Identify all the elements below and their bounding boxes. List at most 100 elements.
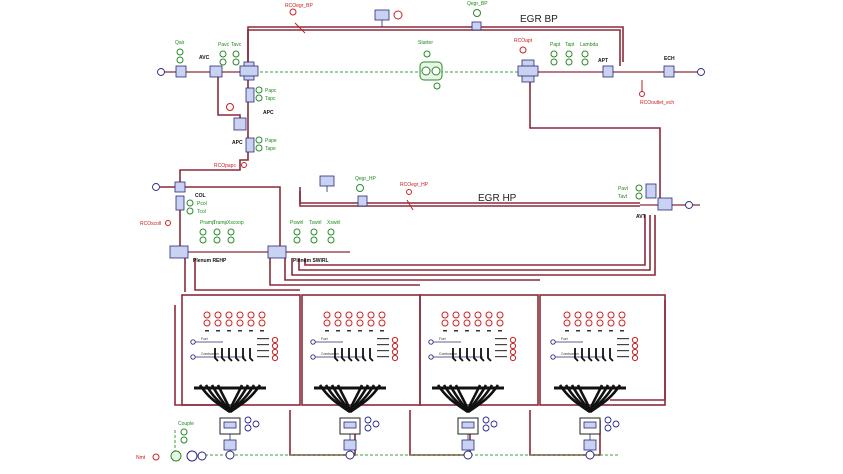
crank-block[interactable] <box>170 450 207 462</box>
label-fuel: Fuel <box>201 337 208 341</box>
avt-inlet-block[interactable] <box>645 183 657 199</box>
rcooutlet-ech-sensor <box>639 91 645 97</box>
label-tapt: Tapt <box>565 42 575 48</box>
cylinder-group: FuelCombustionFuelCombustionFuelCombusti… <box>190 311 639 460</box>
label-rcoegr-hp: RCOegr_HP <box>400 182 429 188</box>
avc-sensors <box>219 50 240 66</box>
label-tavt: Tavt <box>618 194 628 200</box>
compressor-block[interactable] <box>239 61 259 81</box>
avt-block[interactable] <box>657 197 673 211</box>
label-qegr-bp: Qegr_BP <box>467 1 488 7</box>
qegr-bp-meter[interactable] <box>471 21 482 31</box>
label-egr-bp: EGR BP <box>520 14 558 25</box>
label-pape: Pape <box>265 138 277 144</box>
main-pipes <box>160 26 700 456</box>
label-egr-hp: EGR HP <box>478 193 517 204</box>
apt-block[interactable] <box>602 65 614 78</box>
label-col: COL <box>195 193 206 199</box>
label-couple: Couple <box>178 421 194 427</box>
label-plenum-rehp: Plenum REHP <box>193 258 227 264</box>
egr-bp-valve[interactable] <box>294 9 403 34</box>
label-pavt: Pavt <box>618 186 629 192</box>
label-xswirl: Xswirl <box>327 220 340 226</box>
label-nmt: Nmt <box>136 455 146 461</box>
plenum-swirl-sensors <box>293 228 335 244</box>
label-pavc: Pavc <box>218 42 230 48</box>
label-tramp: Tramp <box>213 220 227 226</box>
avt-sensors <box>635 184 643 200</box>
egr-hp-valve[interactable] <box>319 175 335 192</box>
label-rcoscoll: RCOscoll <box>140 221 161 227</box>
apc-block[interactable] <box>245 87 255 103</box>
label-ech: ECH <box>664 56 675 62</box>
label-lambda: Lambda <box>580 42 598 48</box>
apc-sensors <box>255 86 263 102</box>
label-xscoop: Xscoop <box>227 220 244 226</box>
label-fuel: Fuel <box>321 337 328 341</box>
label-combustion: Combustion <box>439 352 457 356</box>
col-sensors <box>186 199 194 215</box>
couple-sensor <box>180 428 188 436</box>
label-rcopapc: RCOpapc <box>214 163 236 169</box>
label-papc: Papc <box>265 88 277 94</box>
starter-sensor-2 <box>433 82 441 90</box>
rcopapc-sensor <box>241 162 247 168</box>
qegr-hp-meter[interactable] <box>357 195 368 207</box>
label-plenum-swirl: Plenum SWIRL <box>293 258 329 264</box>
avt-outlet-boundary[interactable] <box>685 201 693 209</box>
label-tcol: Tcol <box>197 209 206 215</box>
rcoegr-hp-sensor <box>406 189 412 195</box>
starter-sensor <box>423 50 431 58</box>
air-inlet-boundary[interactable] <box>157 68 165 76</box>
throttle-valve[interactable] <box>226 103 247 131</box>
apt-sensors <box>550 50 589 66</box>
label-combustion: Combustion <box>201 352 219 356</box>
couple-sensor-2 <box>180 436 188 444</box>
label-pramp: Pramp <box>200 220 215 226</box>
label-starter: Starter <box>418 40 433 46</box>
label-rcoegr-bp: RCOegr_BP <box>285 3 313 9</box>
ech-block[interactable] <box>663 65 675 78</box>
col-block[interactable] <box>175 195 185 211</box>
label-qegr-hp: Qegr_HP <box>355 176 377 182</box>
label-avc: AVC <box>199 55 210 61</box>
label-rcooutlet-ech: RCOoutlet_ech <box>640 100 674 106</box>
col-boundary[interactable] <box>152 183 160 191</box>
air-filter-block[interactable] <box>175 65 187 78</box>
label-avt: AVT <box>636 214 646 220</box>
label-tswirl: Tswirl <box>309 220 322 226</box>
starter-motor[interactable] <box>419 61 443 81</box>
ape-block[interactable] <box>245 137 255 153</box>
col-inlet-block[interactable] <box>174 181 186 193</box>
label-combustion: Combustion <box>561 352 579 356</box>
label-apt: APT <box>598 58 608 64</box>
exhaust-outlet-boundary[interactable] <box>697 68 705 76</box>
label-papt: Papt <box>550 42 561 48</box>
plenum-swirl-block[interactable] <box>267 245 287 259</box>
avc-block[interactable] <box>209 65 223 78</box>
label-qair: Qair <box>175 40 185 46</box>
label-apc2: APC <box>232 140 243 146</box>
label-fuel: Fuel <box>561 337 568 341</box>
rcoapt-sensor <box>519 46 527 54</box>
plenum-rehp-sensors <box>199 228 235 244</box>
rcoegr-bp-sensor <box>289 8 297 16</box>
label-apc: APC <box>263 110 274 116</box>
label-pswirl: Pswirl <box>290 220 303 226</box>
label-tape: Tape <box>265 146 276 152</box>
qegr-hp-sensor <box>356 184 364 192</box>
qegr-bp-sensor <box>473 9 481 17</box>
rcoscoll-sensor <box>165 220 171 226</box>
ape-sensors <box>255 136 263 152</box>
label-pcol: Pcol <box>197 201 207 207</box>
label-combustion: Combustion <box>321 352 339 356</box>
turbine-block[interactable] <box>517 59 539 83</box>
plenum-rehp-block[interactable] <box>169 245 189 259</box>
label-tavc: Tavc <box>231 42 242 48</box>
label-tapc: Tapc <box>265 96 276 102</box>
